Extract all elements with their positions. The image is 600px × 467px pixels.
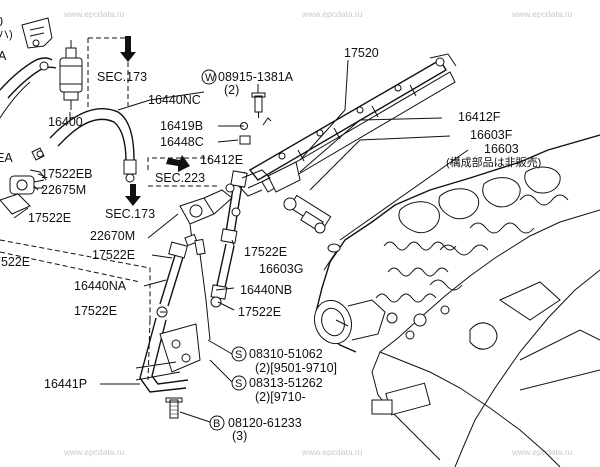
label-16441p: 16441P — [44, 377, 87, 391]
pressure-regulator-icon — [0, 175, 45, 215]
label-b08120-qty: (3) — [232, 429, 247, 443]
watermark-bottom-left: www.epcdata.ru — [63, 447, 125, 457]
label-note-jp: (構成部品は非販売) — [446, 155, 541, 169]
label-16412e: 16412E — [200, 153, 243, 167]
bolt-icon — [165, 397, 183, 419]
clamp-icon — [31, 147, 45, 161]
w-prefix-icon: W — [205, 72, 216, 84]
s-prefix-icon: S — [235, 378, 242, 390]
arrow-down-icon — [120, 36, 136, 62]
arrow-down-icon — [125, 184, 141, 206]
label-sec173-mid: SEC.173 — [105, 207, 155, 221]
label-16603f: 16603F — [470, 128, 513, 142]
watermarks: www.epcdata.ru www.epcdata.ru www.epcdat… — [63, 9, 573, 457]
label-s08313: S 08313-51262 (2)[9710- — [231, 375, 323, 404]
label-16448c: 16448C — [160, 135, 204, 149]
label-17522eb: 17522EB — [41, 167, 92, 181]
fuel-rail — [234, 53, 457, 197]
watermark-bottom-middle: www.epcdata.ru — [301, 447, 363, 457]
hose-16440nb — [210, 243, 235, 308]
intake-manifold-icon — [313, 134, 600, 467]
watermark-top-right: www.epcdata.ru — [511, 9, 573, 19]
label-sec223: SEC.223 — [155, 171, 205, 185]
label-16603g: 16603G — [259, 262, 303, 276]
label-w08915: W 08915-1381A (2) — [201, 69, 294, 97]
label-s08310: S 08310-51062 (2)[9501-9710] — [231, 346, 337, 375]
label-16400: 16400 — [48, 115, 83, 129]
label-17522e-c: 17522E — [92, 248, 135, 262]
label-16440nc: 16440NC — [148, 93, 201, 107]
watermark-top-middle: www.epcdata.ru — [301, 9, 363, 19]
label-cut-ea: EA — [0, 151, 13, 165]
svg-text:08120-61233: 08120-61233 — [228, 416, 302, 430]
hose-16440nc — [49, 108, 137, 183]
label-16603: 16603 — [484, 142, 519, 156]
label-w08915-qty: (2) — [224, 83, 239, 97]
leader-lines — [13, 59, 469, 423]
clamp-icon — [231, 207, 241, 217]
svg-text:08915-1381A: 08915-1381A — [218, 70, 294, 84]
label-17522e-a: 17522E — [28, 211, 71, 225]
bolt-icon — [240, 92, 272, 130]
hose-16412e — [220, 169, 271, 244]
watermark-bottom-right: www.epcdata.ru — [511, 447, 573, 457]
clamp-icon — [225, 183, 235, 193]
label-cut-ha: ハ) — [0, 29, 13, 41]
pressure-regulator-icon — [179, 189, 233, 247]
label-cut-a: A — [0, 49, 7, 63]
label-17522e-e: 17522E — [238, 305, 281, 319]
label-17522e-b: 17522E — [244, 245, 287, 259]
label-17520: 17520 — [344, 46, 379, 60]
label-16440nb: 16440NB — [240, 283, 292, 297]
hose-16440na — [156, 241, 188, 318]
label-17522e-d: 17522E — [74, 304, 117, 318]
label-cut-522e: 7522E — [0, 255, 30, 269]
label-sec173-top: SEC.173 — [97, 70, 147, 84]
b-prefix-icon: B — [213, 418, 220, 430]
label-s08310-qty: (2)[9501-9710] — [255, 361, 337, 375]
injector-icon — [283, 194, 341, 253]
part-labels: 0 ハ) A 17520 W 08915-1381A (2) SEC.173 1… — [0, 15, 541, 443]
label-b08120: B 08120-61233 (3) — [209, 415, 302, 443]
label-22670m: 22670M — [90, 229, 135, 243]
svg-text:08313-51262: 08313-51262 — [249, 376, 323, 390]
pipe-16441p — [135, 317, 201, 393]
watermark-top-left: www.epcdata.ru — [63, 9, 125, 19]
arrow-right-icon — [166, 155, 190, 172]
label-cut-0: 0 — [0, 15, 3, 29]
hose-left-top — [0, 57, 53, 91]
label-16412f: 16412F — [458, 110, 501, 124]
grommet — [239, 135, 251, 145]
bolt-icon — [194, 238, 211, 341]
label-22675m: 22675M — [41, 183, 86, 197]
label-16419b: 16419B — [160, 119, 203, 133]
svg-text:08310-51062: 08310-51062 — [249, 347, 323, 361]
label-16440na: 16440NA — [74, 279, 127, 293]
label-s08313-qty: (2)[9710- — [255, 390, 306, 404]
s-prefix-icon: S — [235, 349, 242, 361]
fuel-filter-icon — [21, 17, 83, 110]
